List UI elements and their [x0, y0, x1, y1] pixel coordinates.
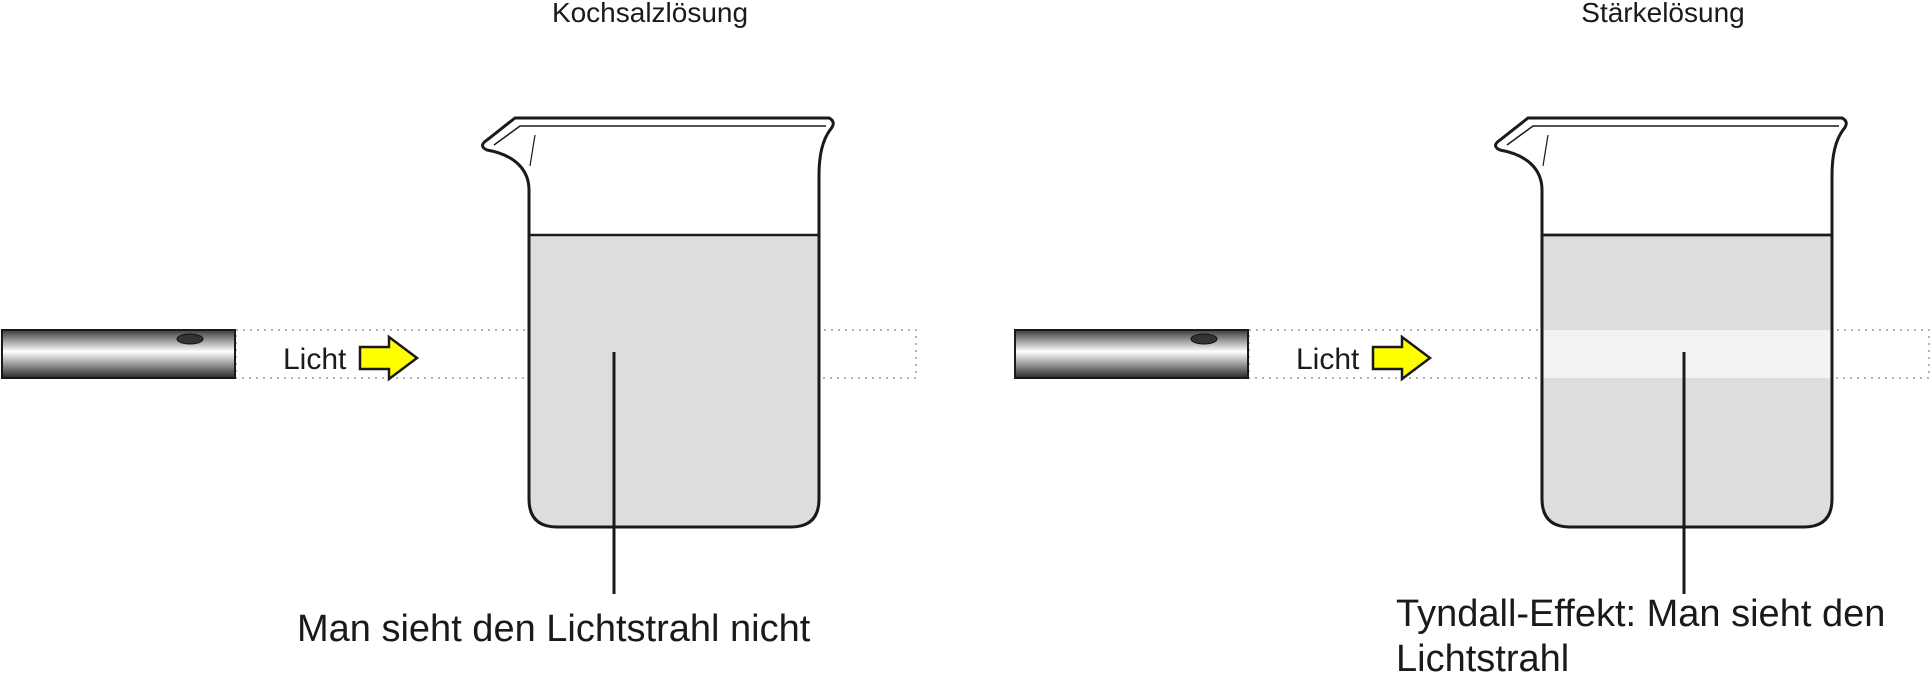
left-panel: Kochsalzlösung Licht Man sieht den Licht…: [1, 0, 917, 650]
right-beaker-highlight: [1542, 134, 1549, 167]
right-torch-body: [1014, 329, 1249, 379]
right-torch-button: [1190, 333, 1218, 345]
left-panel-title: Kochsalzlösung: [552, 0, 748, 28]
right-beaker-liquid: [1540, 233, 1834, 529]
right-light-label: Licht: [1296, 343, 1360, 376]
right-visible-light-beam: [1543, 330, 1831, 378]
left-torch-button: [176, 333, 204, 345]
left-beaker-glass: [481, 116, 835, 529]
right-panel: Stärkelösung Licht Tyndall-Effekt: Man s…: [1014, 0, 1930, 675]
left-light-arrow: [358, 334, 420, 382]
right-caption-line-2: Lichtstrahl: [1396, 638, 1569, 675]
left-beaker-rim: [493, 125, 826, 146]
right-beaker-rim: [1506, 125, 1839, 146]
left-beaker: [481, 116, 835, 529]
right-light-arrow: [1371, 334, 1433, 382]
left-light-label: Licht: [283, 343, 347, 376]
left-beaker-liquid: [527, 233, 821, 529]
left-beaker-highlight: [529, 134, 536, 167]
right-torch: [1014, 329, 1249, 379]
left-caption: Man sieht den Lichtstrahl nicht: [297, 608, 811, 650]
right-panel-title: Stärkelösung: [1581, 0, 1744, 28]
left-torch: [1, 329, 236, 379]
right-caption-line-1: Tyndall-Effekt: Man sieht den: [1396, 593, 1885, 635]
right-beaker: [1494, 116, 1848, 529]
right-beaker-glass: [1494, 116, 1848, 529]
